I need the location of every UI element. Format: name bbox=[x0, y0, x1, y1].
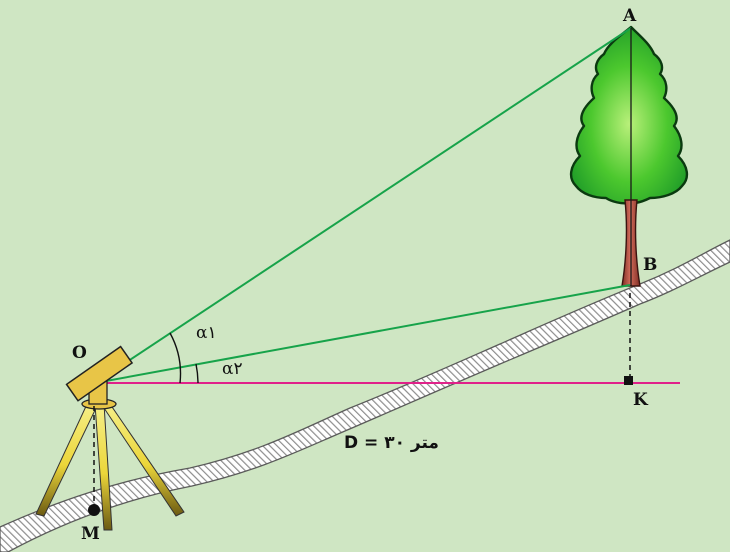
label-M: M bbox=[81, 524, 100, 544]
plumb-point bbox=[88, 504, 100, 516]
angle-arc-alpha1 bbox=[169, 332, 182, 384]
tree-crown bbox=[569, 25, 689, 205]
label-O: O bbox=[72, 343, 87, 363]
label-alpha2: α٢ bbox=[222, 359, 243, 379]
label-B: B bbox=[643, 255, 657, 275]
label-A: A bbox=[622, 6, 637, 26]
angle-arc-alpha2 bbox=[195, 363, 199, 384]
sight-line-to-B bbox=[94, 284, 631, 384]
right-angle-marker bbox=[624, 376, 633, 385]
surveying-instrument-icon bbox=[65, 345, 134, 405]
label-alpha1: α١ bbox=[196, 323, 217, 343]
ground-slope bbox=[0, 239, 730, 552]
distance-label: D = ۳۰ متر bbox=[344, 433, 439, 453]
label-K: K bbox=[633, 390, 649, 410]
instrument-telescope bbox=[65, 345, 134, 402]
tree-icon bbox=[569, 25, 689, 287]
sight-line-to-A bbox=[94, 27, 632, 384]
